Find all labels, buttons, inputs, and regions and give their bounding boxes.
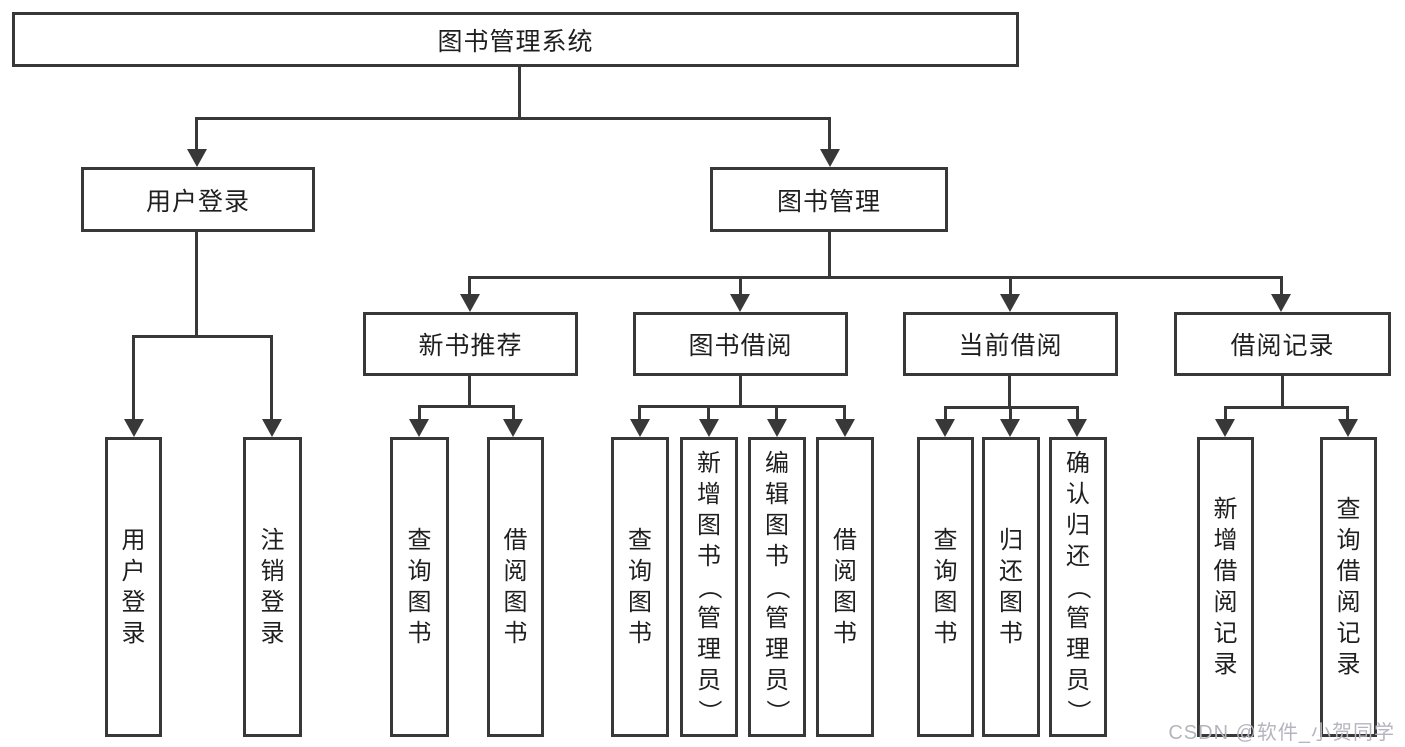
leaf-user-login: 用户登录 [105, 437, 162, 737]
arrowhead-nb-leaf2 [503, 419, 523, 437]
node-book-borrow-label: 图书借阅 [688, 332, 793, 360]
arrowhead-br-leaf2 [1338, 419, 1358, 437]
node-user-login-label: 用户登录 [145, 187, 250, 216]
arrowhead-cb-leaf1 [935, 419, 955, 437]
connector-bb-leaf3-stem [775, 405, 778, 421]
connector-nb-leaf2-stem [512, 405, 515, 421]
connector-current-borrow-stem [1009, 276, 1012, 298]
leaf-bb-borrow-books: 借阅图书 [816, 437, 874, 737]
connector-level3-bar [468, 276, 1283, 279]
connector-user-bar [133, 335, 273, 338]
arrowhead-book-mgmt [820, 149, 840, 167]
leaf-br-query-record-label: 查询借阅记录 [1336, 496, 1361, 678]
node-book-mgmt: 图书管理 [710, 167, 948, 232]
arrowhead-cb-leaf3 [1067, 419, 1087, 437]
connector-br-bar [1224, 406, 1348, 409]
connector-cb-leaf1-stem [944, 406, 947, 421]
connector-root-trunk [518, 67, 521, 118]
leaf-bb-query-books: 查询图书 [611, 437, 669, 737]
node-root-label: 图书管理系统 [437, 27, 594, 56]
connector-br-leaf1-stem [1224, 406, 1227, 421]
arrowhead-cb-leaf2 [1000, 419, 1020, 437]
node-current-borrow-label: 当前借阅 [958, 332, 1063, 360]
node-new-books: 新书推荐 [363, 312, 578, 376]
arrowhead-current-borrow [1000, 294, 1020, 312]
connector-user-login-stem [195, 117, 198, 153]
arrowhead-user-leaf2 [262, 419, 282, 437]
node-user-login: 用户登录 [81, 167, 315, 232]
leaf-cb-confirm-return-admin: 确认归还（管理员） [1049, 437, 1107, 737]
arrowhead-bb-leaf3 [767, 419, 787, 437]
leaf-bb-edit-books-admin-label: 编辑图书（管理员） [763, 449, 791, 724]
connector-borrow-records-stem [1280, 276, 1283, 298]
connector-book-borrow-stem [739, 276, 742, 298]
connector-nb-bar [418, 405, 515, 408]
leaf-br-query-record: 查询借阅记录 [1320, 437, 1377, 737]
connector-bb-leaf1-stem [638, 405, 641, 421]
connector-user-leaf2-stem [270, 335, 273, 421]
leaf-logout: 注销登录 [243, 437, 302, 737]
leaf-nb-borrow-books: 借阅图书 [487, 437, 544, 737]
connector-cb-leaf2-stem [1009, 406, 1012, 421]
connector-book-mgmt-stem [828, 117, 831, 153]
node-borrow-records: 借阅记录 [1174, 312, 1391, 376]
connector-book-trunk [828, 232, 831, 278]
leaf-bb-add-books-admin-label: 新增图书（管理员） [695, 449, 723, 724]
node-new-books-label: 新书推荐 [418, 332, 523, 360]
leaf-logout-label: 注销登录 [260, 527, 285, 647]
leaf-bb-edit-books-admin: 编辑图书（管理员） [748, 437, 806, 737]
node-book-borrow: 图书借阅 [633, 312, 848, 376]
node-borrow-records-label: 借阅记录 [1230, 332, 1335, 360]
arrowhead-bb-leaf4 [835, 419, 855, 437]
connector-new-books-stem [468, 276, 471, 298]
arrowhead-book-borrow [730, 294, 750, 312]
connector-bb-bar [638, 405, 845, 408]
node-book-mgmt-label: 图书管理 [776, 187, 881, 216]
leaf-nb-query-books: 查询图书 [390, 437, 449, 737]
leaf-cb-query-books-label: 查询图书 [933, 527, 958, 647]
connector-cb-trunk [1008, 376, 1011, 408]
leaf-br-add-record: 新增借阅记录 [1197, 437, 1254, 737]
watermark: CSDN @软件_小贺同学 [1168, 722, 1395, 744]
connector-bb-trunk [739, 376, 742, 407]
connector-level2-bar [196, 117, 831, 120]
leaf-bb-query-books-label: 查询图书 [628, 527, 652, 647]
connector-cb-leaf3-stem [1076, 406, 1079, 421]
connector-bb-leaf4-stem [843, 405, 846, 421]
node-current-borrow: 当前借阅 [903, 312, 1118, 376]
arrowhead-user-leaf1 [124, 419, 144, 437]
leaf-user-login-label: 用户登录 [121, 527, 146, 647]
connector-bb-leaf2-stem [707, 405, 710, 421]
leaf-cb-return-books-label: 归还图书 [999, 527, 1023, 647]
arrowhead-br-leaf1 [1215, 419, 1235, 437]
arrowhead-user-login [187, 149, 207, 167]
connector-user-trunk [195, 232, 198, 337]
connector-nb-leaf1-stem [418, 405, 421, 421]
connector-user-leaf1-stem [132, 335, 135, 421]
arrowhead-nb-leaf1 [409, 419, 429, 437]
connector-br-leaf2-stem [1346, 406, 1349, 421]
leaf-nb-query-books-label: 查询图书 [407, 527, 432, 647]
arrowhead-borrow-records [1271, 294, 1291, 312]
arrowhead-new-books [460, 294, 480, 312]
connector-br-trunk [1281, 376, 1284, 408]
leaf-cb-return-books: 归还图书 [982, 437, 1040, 737]
leaf-nb-borrow-books-label: 借阅图书 [503, 527, 528, 647]
leaf-cb-query-books: 查询图书 [917, 437, 974, 737]
leaf-bb-add-books-admin: 新增图书（管理员） [680, 437, 738, 737]
leaf-bb-borrow-books-label: 借阅图书 [833, 527, 857, 647]
arrowhead-bb-leaf2 [699, 419, 719, 437]
connector-nb-trunk [468, 376, 471, 407]
leaf-cb-confirm-return-admin-label: 确认归还（管理员） [1064, 449, 1092, 724]
node-root: 图书管理系统 [12, 12, 1019, 67]
arrowhead-bb-leaf1 [630, 419, 650, 437]
leaf-br-add-record-label: 新增借阅记录 [1213, 496, 1238, 678]
